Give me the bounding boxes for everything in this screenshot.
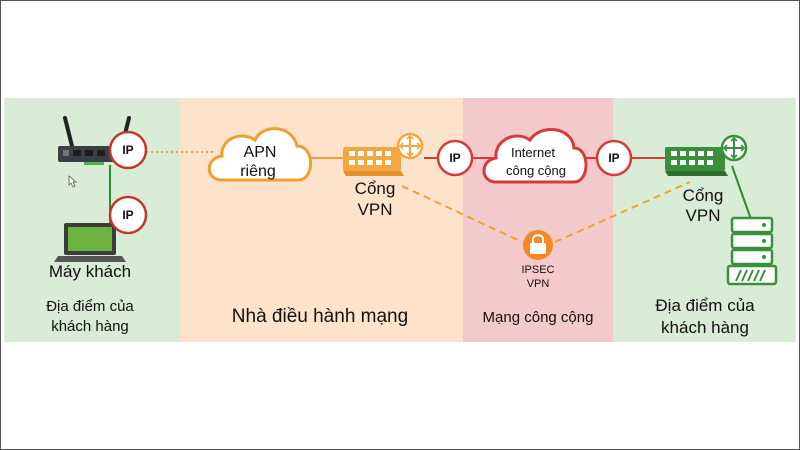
public-ip-right-label: IP xyxy=(608,151,619,165)
router-ip-badge xyxy=(108,130,148,170)
apn-cloud-line2: riêng xyxy=(240,163,276,180)
internet-cloud-line1: Internet xyxy=(511,145,555,160)
zone-customer-left xyxy=(4,98,180,342)
laptop-icon xyxy=(54,223,126,262)
vpn-gateway-left-line1: Cổng xyxy=(354,179,396,198)
connections xyxy=(109,151,753,243)
client-label: Máy khách xyxy=(48,262,132,281)
apn-cloud-icon xyxy=(207,127,313,182)
ipsec-line1: IPSEC xyxy=(521,264,554,276)
ipsec-tunnel-right xyxy=(554,181,691,243)
customer-left-label-line1: Địa điểm của xyxy=(46,298,134,315)
laptop-ip-label: IP xyxy=(122,208,133,222)
customer-right-label-line2: khách hàng xyxy=(661,318,749,337)
internet-cloud-icon xyxy=(482,128,588,184)
public-network-label: Mạng công cộng xyxy=(482,309,594,326)
server-rack-icon xyxy=(726,216,778,286)
operator-label: Nhà điều hành mạng xyxy=(231,306,409,327)
router-ip-label: IP xyxy=(122,143,133,157)
gateway-switch-right-icon xyxy=(665,134,748,176)
public-ip-left-label: IP xyxy=(449,151,460,165)
vpn-gateway-right-line1: Cổng xyxy=(682,186,724,205)
public-ip-right-badge xyxy=(595,139,633,177)
ipsec-tunnel-left xyxy=(401,185,523,243)
customer-right-label-line1: Địa điểm của xyxy=(655,296,755,315)
customer-left-label-line2: khách hàng xyxy=(51,318,129,335)
apn-cloud-line1: APN xyxy=(244,144,277,161)
vpn-gateway-left-line2: VPN xyxy=(357,200,393,219)
cursor-icon xyxy=(68,175,78,188)
laptop-ip-badge xyxy=(108,195,148,235)
ipsec-line2: VPN xyxy=(527,278,550,290)
gateway-to-server-link xyxy=(731,165,753,223)
public-ip-left-badge xyxy=(436,139,474,177)
vpn-gateway-right-line2: VPN xyxy=(685,206,721,225)
lock-icon xyxy=(523,230,553,260)
gateway-switch-icon xyxy=(343,132,424,176)
internet-cloud-line2: công cộng xyxy=(506,163,566,178)
